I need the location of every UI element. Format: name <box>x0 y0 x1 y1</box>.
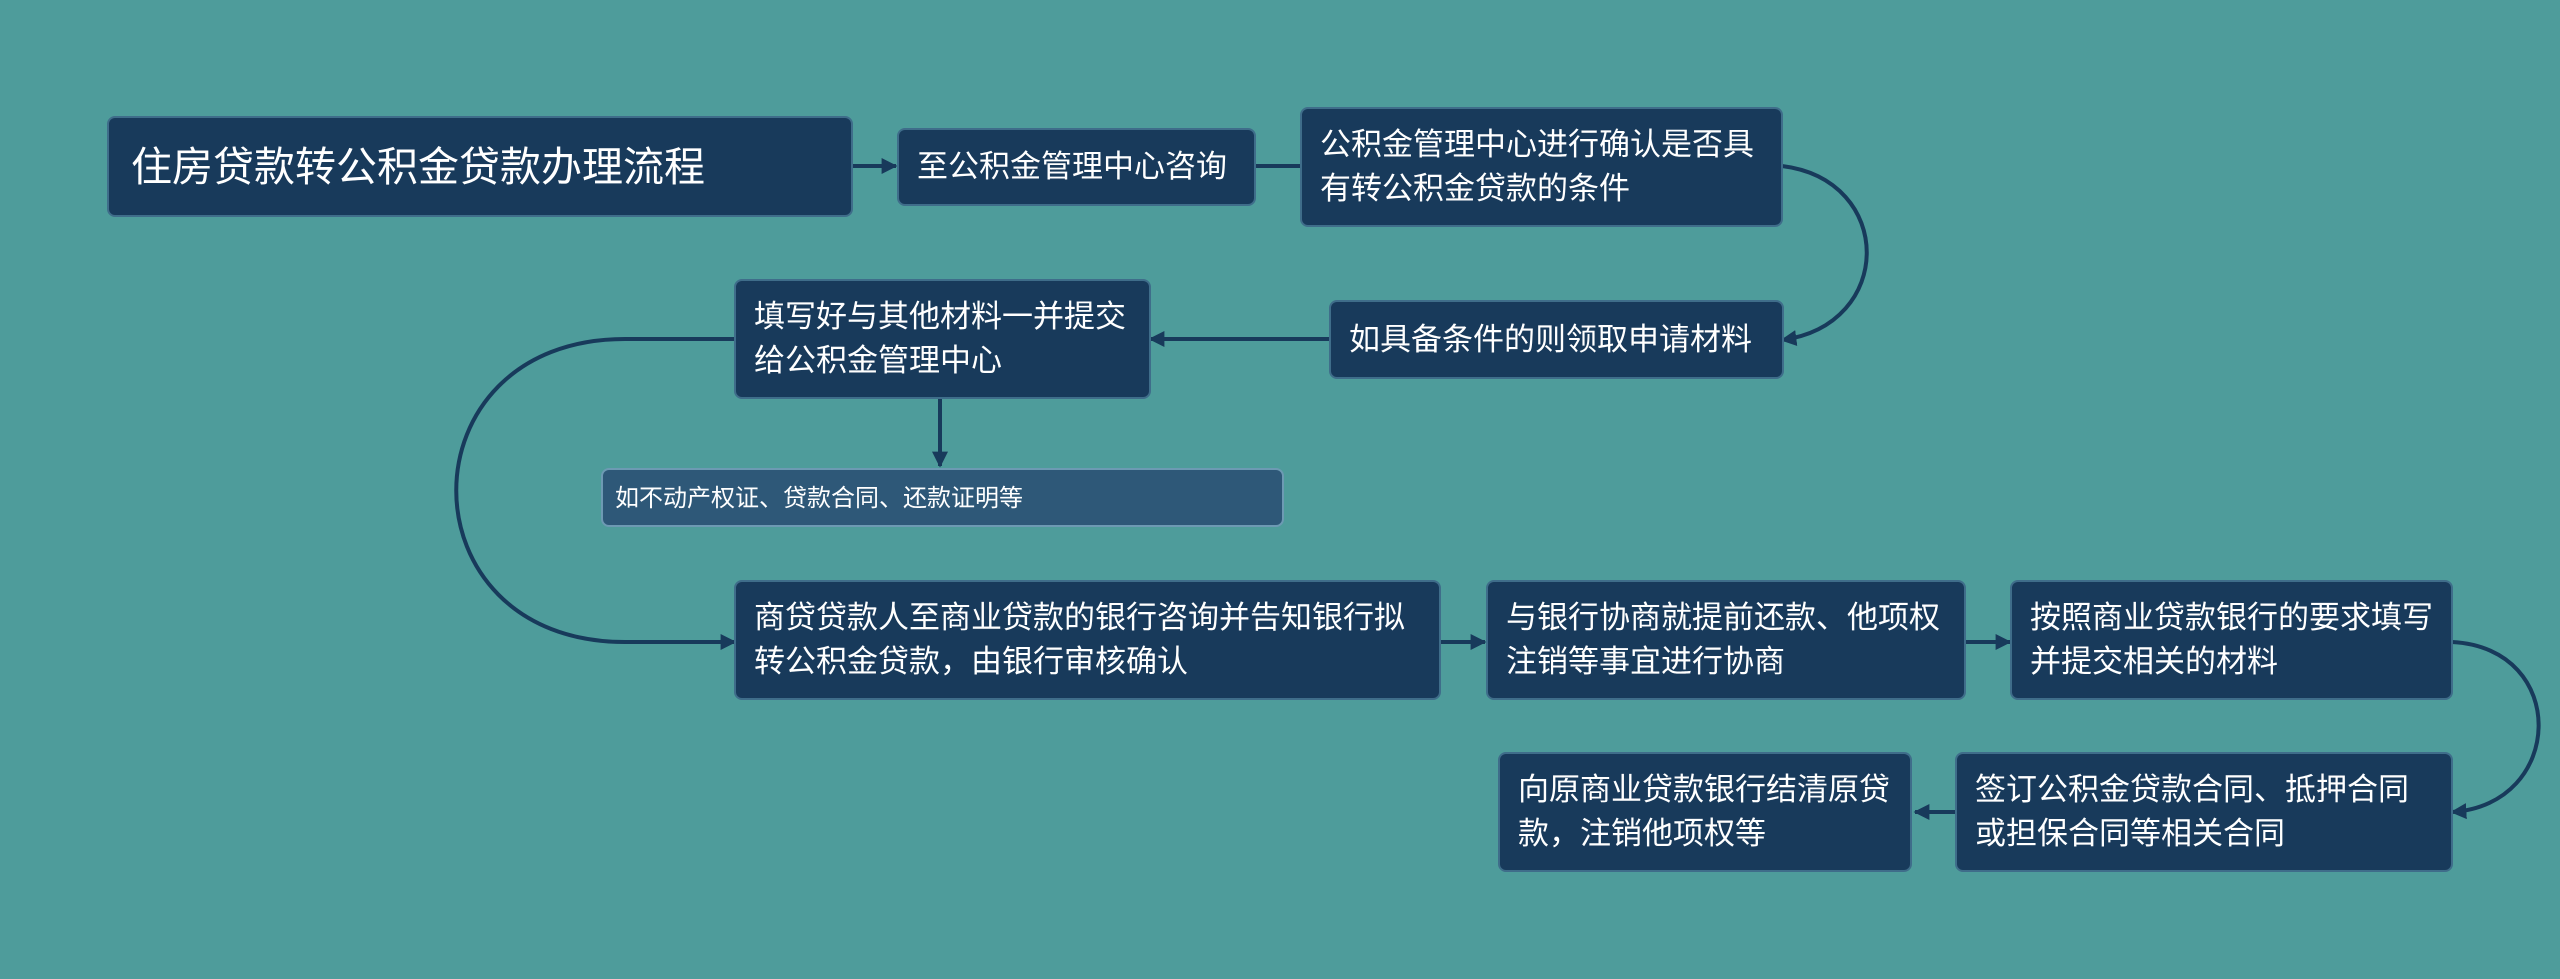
note-supporting-documents: 如不动产权证、贷款合同、还款证明等 <box>601 468 1284 527</box>
flow-title: 住房贷款转公积金贷款办理流程 <box>107 116 853 217</box>
step-confirm-eligibility: 公积金管理中心进行确认是否具有转公积金贷款的条件 <box>1300 107 1783 227</box>
step-collect-application-materials: 如具备条件的则领取申请材料 <box>1329 300 1784 379</box>
step-submit-materials: 填写好与其他材料一并提交给公积金管理中心 <box>734 279 1151 399</box>
step-submit-bank-materials: 按照商业贷款银行的要求填写并提交相关的材料 <box>2010 580 2453 700</box>
connector-step4-to-step5 <box>454 337 737 650</box>
step-consult-commercial-bank: 商贷贷款人至商业贷款的银行咨询并告知银行拟转公积金贷款，由银行审核确认 <box>734 580 1441 700</box>
step-consult-fund-center: 至公积金管理中心咨询 <box>897 128 1256 206</box>
connector-step7-to-step8 <box>2450 640 2541 820</box>
connector-step2-to-step3 <box>1780 164 1869 347</box>
step-negotiate-early-repayment: 与银行协商就提前还款、他项权注销等事宜进行协商 <box>1486 580 1966 700</box>
step-settle-original-loan: 向原商业贷款银行结清原贷款，注销他项权等 <box>1498 752 1912 872</box>
step-sign-contracts: 签订公积金贷款合同、抵押合同或担保合同等相关合同 <box>1955 752 2453 872</box>
